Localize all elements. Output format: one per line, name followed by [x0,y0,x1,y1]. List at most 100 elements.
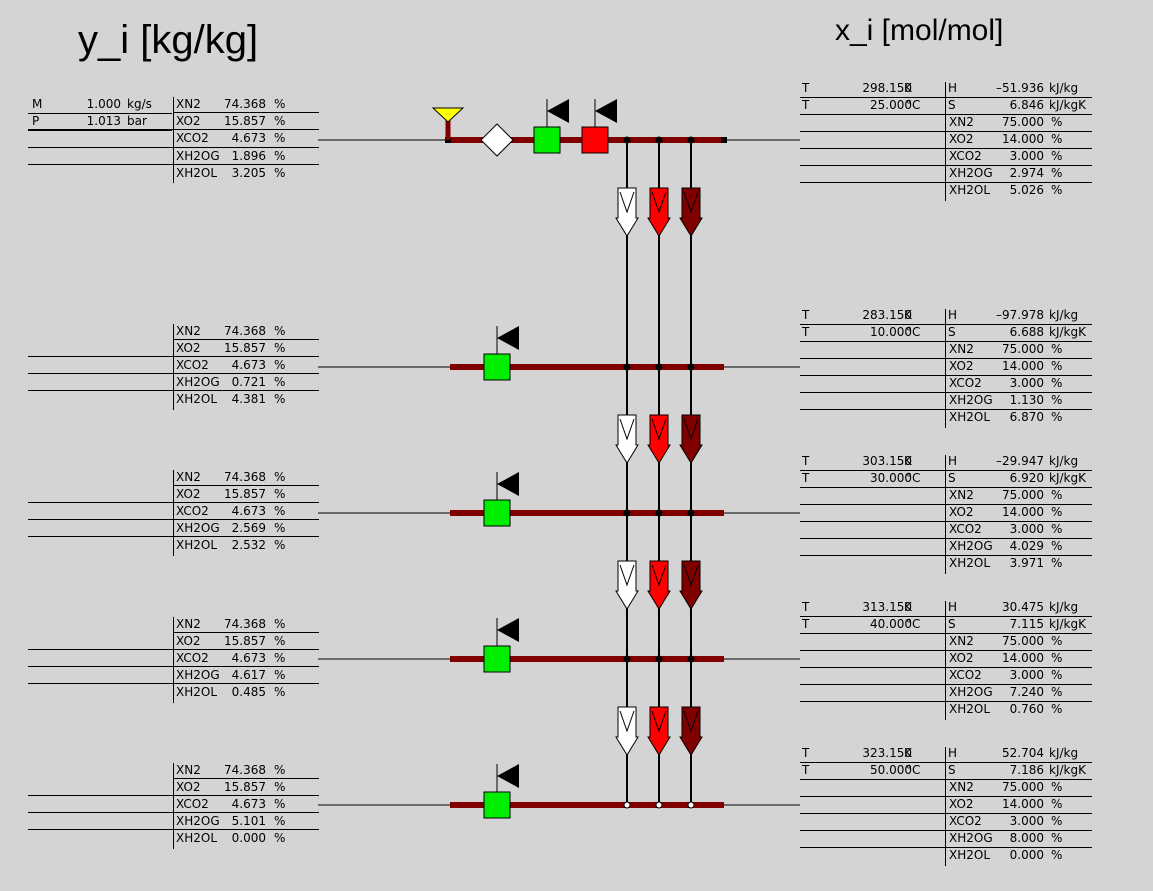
row-unit: % [274,668,286,683]
S-unit: kJ/kgK [1049,325,1086,339]
flag-icon [595,99,617,123]
H-label: H [948,81,958,95]
row-name: XH2OG [176,814,220,829]
S-label: S [948,763,956,777]
junction-open [623,801,631,809]
T-celsius-unit: °C [906,763,921,777]
row-unit: % [274,780,286,795]
row-unit: % [1051,831,1063,845]
row-name: XN2 [176,763,201,777]
S-label: S [948,471,956,485]
row-unit: % [274,634,286,649]
S-value: 6.688 [1009,325,1044,339]
row-unit: % [1051,359,1063,373]
row-unit: % [274,521,286,536]
row-value: 75.000 [1002,342,1044,356]
pipe-end-marker [721,137,727,143]
H-label: H [948,308,958,322]
S-unit: kJ/kgK [1049,617,1086,631]
arrow-vee [651,191,667,214]
row-value: 5.026 [1009,183,1044,197]
arrow-vee [683,418,699,441]
arrows [615,187,703,756]
row-value: 3.000 [1009,668,1044,682]
row-name: XN2 [949,342,974,356]
T-kelvin-value: 303.150 [862,454,912,468]
junction-open [687,801,695,809]
row-name: XN2 [949,488,974,502]
row-unit: % [274,831,286,846]
row-unit: % [1051,780,1063,794]
junction [623,509,631,517]
row-unit: % [1051,702,1063,716]
T-kelvin-value: 283.150 [862,308,912,322]
row-name: XO2 [176,114,201,129]
row-name: XN2 [176,324,201,338]
row-unit: % [1051,634,1063,648]
row-value: 15.857 [224,634,266,649]
T-celsius-value: 10.000 [870,325,912,339]
H-label: H [948,454,958,468]
row-value: 4.673 [231,131,266,146]
row-name: XO2 [949,797,974,811]
junction [655,363,663,371]
S-value: 6.920 [1009,471,1044,485]
heat-exchanger-icon [483,353,511,381]
row-value: 0.721 [231,375,266,390]
T-celsius-value: 40.000 [870,617,912,631]
row-unit: % [1051,183,1063,197]
S-label: S [948,325,956,339]
T-label: T [802,98,810,112]
row-unit: % [1051,410,1063,424]
vertical-lines [626,140,692,804]
row-value: 14.000 [1002,651,1044,665]
heat-exchanger-icon [483,499,511,527]
row-name: XO2 [949,651,974,665]
junction [623,655,631,663]
row-value: 5.101 [231,814,266,829]
row-name: XH2OL [949,848,991,862]
row-name: XH2OL [949,410,991,424]
row-name: XH2OG [949,539,993,553]
row-name: XH2OG [176,521,220,536]
source-P-value: 1.013 [86,114,121,128]
T-label: T [802,325,810,339]
heat-exchanger-icon [483,791,511,819]
H-label: H [948,746,958,760]
source-M-unit: kg/s [127,97,152,111]
row-unit: % [1051,488,1063,502]
row-unit: % [1051,115,1063,129]
T-label: T [802,763,810,777]
row-unit: % [1051,539,1063,553]
S-label: S [948,98,956,112]
row-unit: % [274,114,286,129]
T-celsius-unit: °C [906,98,921,112]
row-value: 15.857 [224,487,266,502]
row-unit: % [1051,556,1063,570]
T-celsius-unit: °C [906,617,921,631]
row-name: XCO2 [176,651,209,666]
pipes [318,136,800,809]
S-unit: kJ/kgK [1049,763,1086,777]
T-kelvin-value: 298.150 [862,81,912,95]
row-unit: % [1051,505,1063,519]
row-name: XO2 [176,341,201,356]
arrow-vee [651,710,667,733]
row-unit: % [1051,814,1063,828]
row-value: 74.368 [224,324,266,338]
arrow-vee [619,710,635,733]
row-name: XN2 [949,634,974,648]
left-title: y_i [kg/kg] [78,18,259,62]
row-name: XCO2 [176,358,209,373]
H-label: H [948,600,958,614]
row-name: XCO2 [949,522,982,536]
arrow-vee [619,191,635,214]
S-label: S [948,617,956,631]
row-unit: % [1051,166,1063,180]
flag-icon [497,326,519,350]
row-unit: % [274,504,286,519]
T-label: T [802,600,810,614]
T-kelvin-value: 323.150 [862,746,912,760]
junction [687,136,695,144]
row-value: 14.000 [1002,132,1044,146]
